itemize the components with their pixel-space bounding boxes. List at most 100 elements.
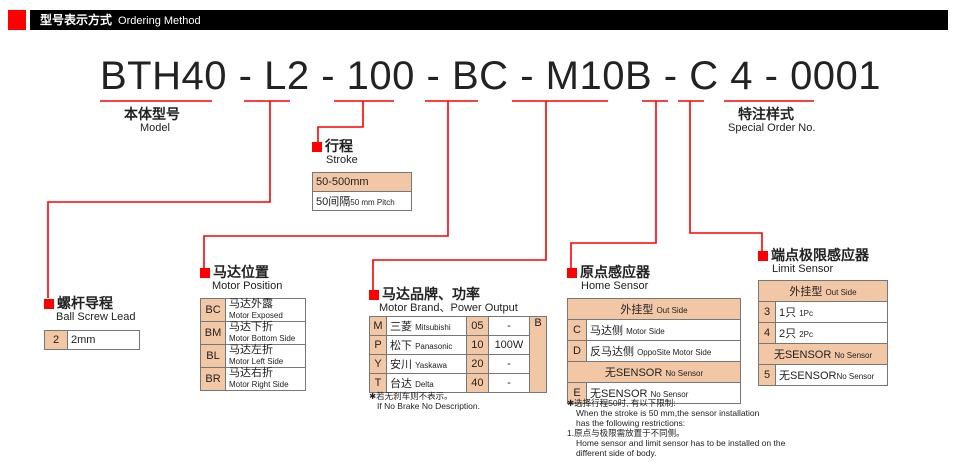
motor-brand-title-cn: 马达品牌、功率 [382, 286, 480, 302]
home-cn: 马达侧 [590, 325, 623, 337]
limit-nosensor-cn: 无SENSOR [779, 370, 837, 382]
lead-marker [44, 299, 54, 309]
limit-nosensor-cn: 无SENSOR [773, 349, 832, 361]
brand-name: 三菱 Mitsubishi [386, 316, 467, 336]
home-sensor-marker [567, 268, 577, 278]
code-sep: - [238, 54, 253, 98]
code-limit: 4 [730, 54, 753, 98]
brand-name: 台达 Delta [386, 373, 467, 393]
motor-brand-title-en: Motor Brand、Power Output [379, 302, 518, 314]
limit-cn: 2只 [779, 328, 797, 340]
brand-cn: 台达 [390, 378, 412, 390]
motor-pos-cn: 马达外露 [229, 298, 273, 310]
motor-pos-en: Motor Left Side [229, 357, 284, 366]
motor-pos-label: 马达位置 Motor Position [200, 264, 282, 293]
note2-cn: 1.原点与极限需放置于不同侧。 [567, 428, 685, 438]
home-desc: 马达侧 Motor Side [586, 319, 741, 341]
code-special: 0001 [790, 54, 882, 98]
lead-connector [47, 101, 271, 298]
lead-value: 2mm [67, 330, 140, 350]
model-title-en: Model [140, 122, 170, 134]
limit-outside-cn: 外挂型 [789, 286, 823, 298]
brand-cn: 松下 [390, 340, 412, 352]
code-home: C [689, 54, 719, 98]
stroke-pitch-cn: 50间隔 [316, 196, 351, 208]
home-nosensor-cn: 无SENSOR [604, 367, 663, 379]
motor-pos-title-en: Motor Position [212, 280, 283, 292]
motor-pos-en: Motor Right Side [229, 380, 289, 389]
code-motor-pos: BC [451, 54, 509, 98]
power-value: - [487, 354, 531, 374]
brake-note-en: If No Brake No Description. [377, 401, 480, 411]
limit-sensor-title-cn: 端点极限感应器 [771, 247, 869, 263]
motor-pos-code: BM [200, 321, 226, 345]
home-desc: 无SENSOR No Sensor [586, 382, 741, 404]
lead-title-cn: 螺杆导程 [57, 295, 113, 311]
code-sep: - [663, 54, 678, 98]
power-value: 100W [487, 335, 531, 355]
brake-code: B [529, 316, 547, 393]
limit-nosensor-header: 无SENSOR No Sensor [758, 343, 888, 365]
code-sep: - [321, 54, 336, 98]
motor-pos-marker [200, 268, 210, 278]
brand-en: Yaskawa [415, 361, 447, 370]
limit-desc: 无SENSORNo Sensor [775, 364, 888, 386]
code-motor-brand: M10B [545, 54, 653, 98]
note2-en: different side of body. [576, 448, 657, 458]
lead-title-en: Ball Screw Lead [56, 311, 136, 323]
stroke-title-cn: 行程 [325, 138, 353, 154]
brand-cn: 安川 [390, 359, 412, 371]
header-bar [30, 10, 948, 30]
stroke-table: 50-500mm 50间隔50 mm Pitch [312, 172, 412, 211]
motor-pos-code: BL [200, 344, 226, 368]
model-title-cn: 本体型号 [124, 106, 180, 122]
brand-code: M [369, 316, 387, 336]
note1-cn: 选择行程50时, 有以下限制: [574, 398, 676, 408]
brand-code: P [369, 335, 387, 355]
special-title-cn: 特注样式 [738, 106, 794, 122]
header-square [8, 10, 26, 30]
stroke-range: 50-500mm [312, 172, 412, 192]
home-nosensor-en: No Sensor [665, 369, 704, 378]
motor-pos-connector [203, 101, 449, 270]
home-sensor-notes: ✱选择行程50时, 有以下限制: When the stroke is 50 m… [567, 398, 786, 458]
home-nosensor-header: 无SENSOR No Sensor [567, 361, 741, 383]
model-code: BTH40 - L2 - 100 - BC - M10B - C 4 - 000… [100, 52, 881, 100]
power-value: - [487, 373, 531, 393]
home-sensor-title-cn: 原点感应器 [580, 264, 650, 280]
code-stroke: 100 [346, 54, 415, 98]
home-code: D [567, 340, 587, 362]
special-title-en: Special Order No. [728, 122, 816, 134]
lead-label: 螺杆导程 Ball Screw Lead [44, 295, 136, 324]
motor-pos-title-cn: 马达位置 [213, 264, 269, 280]
power-code: 20 [465, 354, 489, 374]
motor-pos-cn: 马达右折 [229, 367, 273, 379]
home-nosensor-cn: 无SENSOR [590, 388, 648, 400]
brake-note-cn: 若无刹车则不表示。 [376, 391, 453, 401]
header-title-cn: 型号表示方式 [40, 13, 113, 27]
power-code: 05 [465, 316, 489, 336]
home-en: Motor Side [626, 327, 665, 336]
limit-sensor-marker [758, 251, 768, 261]
motor-pos-code: BC [200, 298, 226, 322]
motor-brand-marker [369, 290, 379, 300]
motor-brand-connector [372, 101, 547, 292]
code-lead: L2 [264, 54, 310, 98]
limit-sensor-label: 端点极限感应器 Limit Sensor [758, 247, 869, 276]
limit-nosensor-en: No Sensor [836, 372, 875, 381]
limit-sensor-title-en: Limit Sensor [772, 263, 834, 275]
limit-desc: 2只 2Pc [775, 322, 888, 344]
limit-code: 4 [758, 322, 776, 344]
brand-cn: 三菱 [390, 321, 412, 333]
stroke-marker [312, 142, 322, 152]
home-cn: 反马达侧 [590, 346, 634, 358]
limit-en: 1Pc [799, 309, 813, 318]
